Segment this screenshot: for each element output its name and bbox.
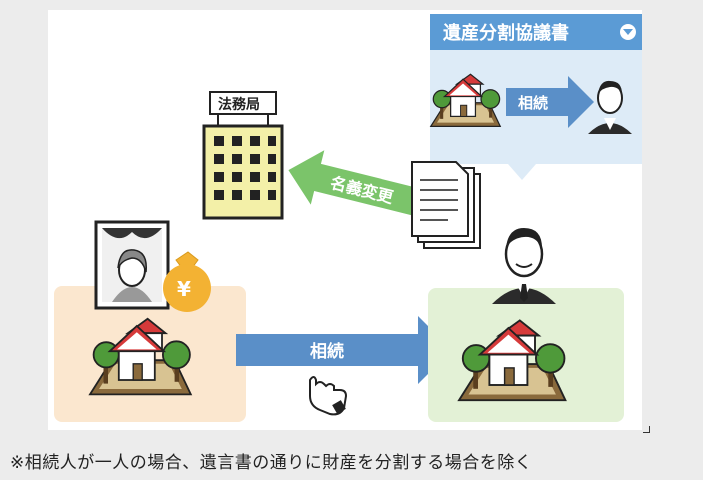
documents-icon	[411, 161, 481, 249]
name-change-arrow: 名義変更	[288, 150, 424, 217]
slide-canvas: 遺産分割協議書 相続 法務局 名義変更	[48, 10, 642, 430]
heir-person-icon	[492, 228, 556, 304]
agreement-title: 遺産分割協議書	[443, 22, 569, 44]
legal-bureau-building: 法務局	[202, 91, 284, 220]
inherit-label-main: 相続	[310, 341, 344, 362]
agreement-panel: 遺産分割協議書 相続	[430, 14, 642, 180]
inheritance-diagram: 遺産分割協議書 相続 法務局 名義変更	[54, 14, 642, 422]
heir-icon	[588, 80, 632, 134]
memorial-portrait	[94, 220, 170, 310]
corner-mark	[643, 426, 650, 433]
footnote: ※相続人が一人の場合、遺言書の通りに財産を分割する場合を除く	[10, 453, 533, 473]
inherit-arrow-small	[506, 76, 594, 128]
money-bag-icon: ¥	[163, 251, 211, 312]
inherit-arrow-main: 相続	[236, 316, 452, 384]
legal-bureau-label: 法務局	[218, 96, 260, 113]
inherit-label-small: 相続	[518, 94, 548, 112]
hand-cursor-icon	[309, 376, 348, 416]
dropdown-toggle-icon[interactable]	[620, 24, 636, 40]
agreement-header	[430, 14, 642, 50]
yen-symbol: ¥	[177, 277, 191, 301]
